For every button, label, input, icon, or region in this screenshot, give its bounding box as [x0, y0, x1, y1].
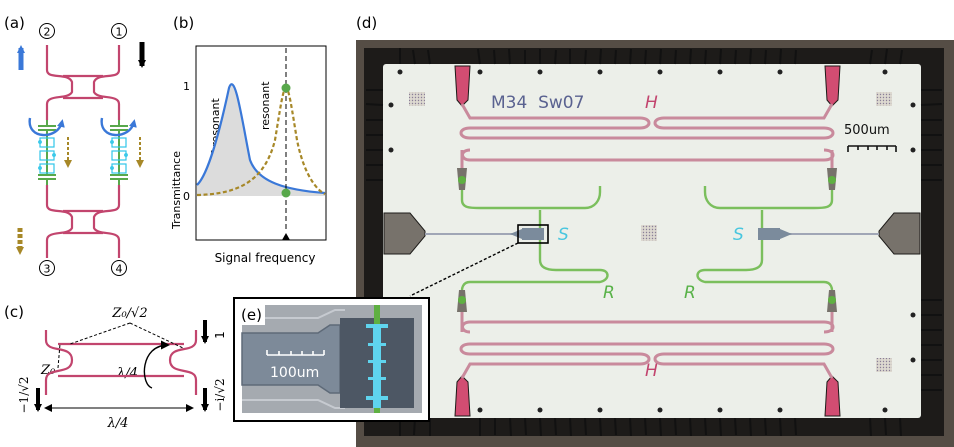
resonant-point-bottom: [281, 188, 291, 198]
port-2: 2: [39, 23, 55, 39]
top-hybrid-coupler: [45, 45, 121, 120]
impedance-dashed-leaders: [57, 322, 184, 369]
hybrid-coupler-schematic: [44, 330, 198, 395]
panel-c: (c) Z₀/√2 Z₀ λ/4 λ/4 1 −1/√2 −i/√2: [4, 303, 227, 431]
off-resonant-curve: [196, 83, 326, 195]
scale-bar-100um: 100um: [266, 350, 325, 381]
alignment-mark-top-left: [409, 92, 425, 106]
scale-bar-100um-label: 100um: [270, 365, 319, 381]
panel-a: (a) 2 1 3 4: [4, 14, 146, 276]
z0-sqrt2-label: Z₀/√2: [111, 306, 147, 321]
scale-bar-500um-label: 500um: [844, 123, 890, 138]
label-r-left: R: [603, 283, 615, 303]
tick-one: 1: [183, 80, 190, 93]
zoom-connector: [409, 242, 519, 297]
bond-wires-top: [399, 48, 903, 65]
bond-wires-bottom: [399, 417, 902, 437]
panel-e-label: (e): [241, 306, 262, 324]
port-4-label: 4: [116, 263, 123, 276]
label-s-right: S: [733, 225, 744, 245]
y-axis-label: Transmittance: [170, 151, 183, 230]
port-1-label: 1: [116, 26, 123, 39]
scale-bar-500um: 500um: [844, 123, 897, 152]
panel-d-label: (d): [356, 14, 377, 32]
resonator-filter-lines: [460, 186, 834, 291]
lambda4-bottom-label: λ/4: [107, 416, 129, 431]
squid-couplers: [510, 228, 792, 240]
marker-triangle-icon: [282, 233, 290, 240]
reflect-arrow-right-icon: [100, 117, 137, 137]
z0-label: Z₀: [40, 363, 56, 378]
filter-right: [110, 120, 128, 185]
quarter-wave-curved-arrow-icon: [143, 340, 170, 389]
port-1: 1: [111, 23, 127, 39]
port-right-top-label: 1: [213, 331, 227, 339]
panel-e: 100um (e): [233, 297, 430, 422]
lambda4-inner-label: λ/4: [116, 366, 138, 381]
panel-a-label: (a): [4, 14, 25, 32]
port-3: 3: [39, 260, 55, 276]
port-4: 4: [111, 260, 127, 276]
alignment-mark-top-right: [876, 92, 892, 106]
panel-c-label: (c): [4, 303, 24, 321]
resonant-point-top: [281, 83, 291, 93]
label-s-left: S: [558, 225, 569, 245]
zoom-box: [517, 224, 549, 244]
inset-squid-array: [373, 324, 381, 408]
bottom-hybrid-coupler: [45, 185, 121, 258]
panel-b-label: (b): [173, 14, 194, 32]
label-h-bottom: H: [645, 361, 658, 381]
panel-d: (d): [356, 14, 954, 447]
off-resonant-fill: [197, 84, 325, 196]
alignment-mark-center: [641, 225, 657, 241]
x-axis-label: Signal frequency: [215, 251, 316, 265]
tick-zero: 0: [183, 190, 190, 203]
chip-id-label: M34 Sw07: [491, 93, 584, 113]
resonant-label: resonant: [259, 81, 272, 130]
port-right-bottom-label: −i/√2: [213, 378, 227, 411]
launcher-pads: [383, 65, 921, 417]
port-left-bottom-label: −1/√2: [17, 376, 31, 413]
port-3-label: 3: [44, 263, 51, 276]
alignment-mark-bottom-right: [876, 358, 892, 372]
label-r-right: R: [684, 283, 696, 303]
label-h-top: H: [645, 93, 658, 113]
filter-left: [38, 120, 56, 185]
taper-transitions: [457, 168, 837, 312]
panel-b: (b) Transmittance 1 0 Signal frequency o…: [170, 14, 327, 265]
port-2-label: 2: [44, 26, 51, 39]
bond-wires-right: [920, 89, 943, 391]
reflect-arrow-left-icon: [28, 117, 65, 137]
plot-frame: [195, 45, 327, 241]
